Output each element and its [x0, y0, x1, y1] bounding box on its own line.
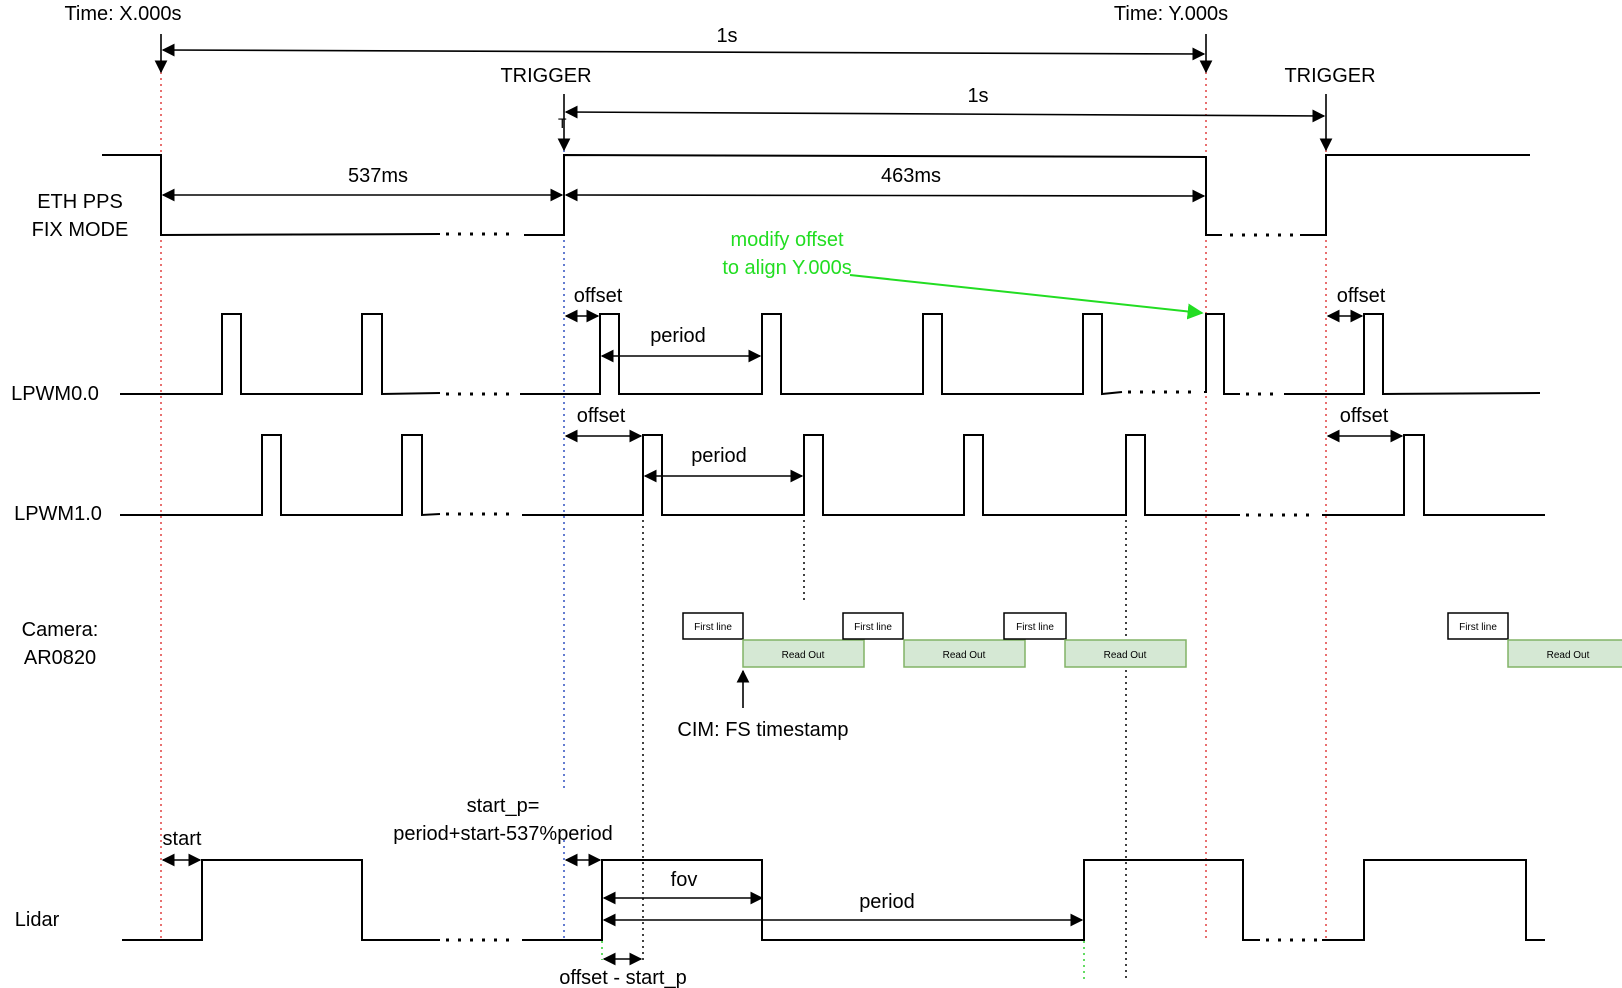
lpwm0-label: LPWM0.0 [11, 383, 99, 405]
eth-pps-waveform-a [102, 154, 441, 237]
lpwm0-offset-label-b: offset [1337, 285, 1386, 307]
read-out-box [742, 639, 865, 668]
eth-pps-label-line2: FIX MODE [32, 219, 129, 241]
trigger-2-label: TRIGGER [1284, 65, 1375, 87]
ms-537-label: 537ms [348, 165, 408, 187]
lpwm1-offset-label-b: offset [1340, 405, 1389, 427]
lpwm0-waveform-c [1204, 313, 1240, 395]
read-out-box [1064, 639, 1187, 668]
lpwm1-waveform-a [120, 434, 441, 517]
camera-frame-4: First line Read Out [1447, 612, 1622, 668]
one-second-top-label: 1s [716, 25, 737, 47]
first-line-text: First line [1459, 622, 1497, 633]
read-out-text: Read Out [782, 650, 825, 661]
first-line-box [842, 612, 904, 640]
first-line-text: First line [694, 622, 732, 633]
lpwm0-waveform-a [120, 313, 441, 396]
start-label: start [163, 828, 202, 850]
offset-minus-start-p-label: offset - start_p [559, 967, 686, 988]
read-out-text: Read Out [943, 650, 986, 661]
one-second-top-arrow [161, 43, 1206, 61]
first-line-box [1447, 612, 1509, 640]
lidar-waveform-c [1322, 859, 1545, 941]
one-second-mid-arrow [564, 105, 1326, 123]
camera-label-line2: AR0820 [24, 647, 96, 669]
one-second-mid-label: 1s [967, 85, 988, 107]
first-line-text: First line [1016, 622, 1054, 633]
camera-frame-3: First line Read Out [1003, 612, 1187, 668]
lidar-period-label: period [859, 891, 915, 913]
lpwm1-offset-label-a: offset [577, 405, 626, 427]
lpwm0-waveform-b [520, 313, 1123, 396]
time-y-label: Time: Y.000s [1114, 3, 1228, 25]
start-p-label-line2: period+start-537%period [393, 823, 613, 845]
eth-pps-waveform-c [1300, 154, 1530, 236]
lidar-label: Lidar [15, 909, 60, 931]
trigger-1-label: TRIGGER [500, 65, 591, 87]
first-line-text: First line [854, 622, 892, 633]
lpwm1-waveform-c [1322, 434, 1545, 516]
start-p-label-line1: start_p= [467, 795, 540, 817]
lpwm0-waveform-d [1284, 313, 1541, 396]
camera-frame-2: First line Read Out [842, 612, 1026, 668]
camera-frame-1: First line Read Out [682, 612, 865, 668]
modify-offset-pointer-arrow [849, 274, 1204, 320]
lidar-waveform-b [522, 859, 1260, 941]
ms-463-label: 463ms [881, 165, 941, 187]
lpwm0-period-label: period [650, 325, 706, 347]
modify-offset-label-line1: modify offset [730, 229, 843, 251]
first-line-box [682, 612, 744, 640]
first-line-box [1003, 612, 1067, 640]
eth-pps-label-line1: ETH PPS [37, 191, 123, 213]
trigger-t-label: T [558, 115, 567, 131]
lpwm1-period-label: period [691, 445, 747, 467]
eth-pps-waveform-b [524, 153, 1222, 236]
read-out-box [903, 639, 1026, 668]
camera-label-line1: Camera: [22, 619, 99, 641]
read-out-text: Read Out [1104, 650, 1147, 661]
modify-offset-label-line2: to align Y.000s [722, 257, 851, 279]
ms-463-arrow [564, 188, 1206, 203]
read-out-box [1507, 639, 1622, 668]
lidar-fov-label: fov [671, 869, 698, 891]
time-x-label: Time: X.000s [64, 3, 181, 25]
lidar-waveform-a [122, 859, 440, 941]
read-out-text: Read Out [1547, 650, 1590, 661]
lpwm1-label: LPWM1.0 [14, 503, 102, 525]
lpwm1-waveform-b [522, 434, 1240, 516]
lpwm0-offset-label-a: offset [574, 285, 623, 307]
cim-timestamp-label: CIM: FS timestamp [677, 719, 848, 741]
